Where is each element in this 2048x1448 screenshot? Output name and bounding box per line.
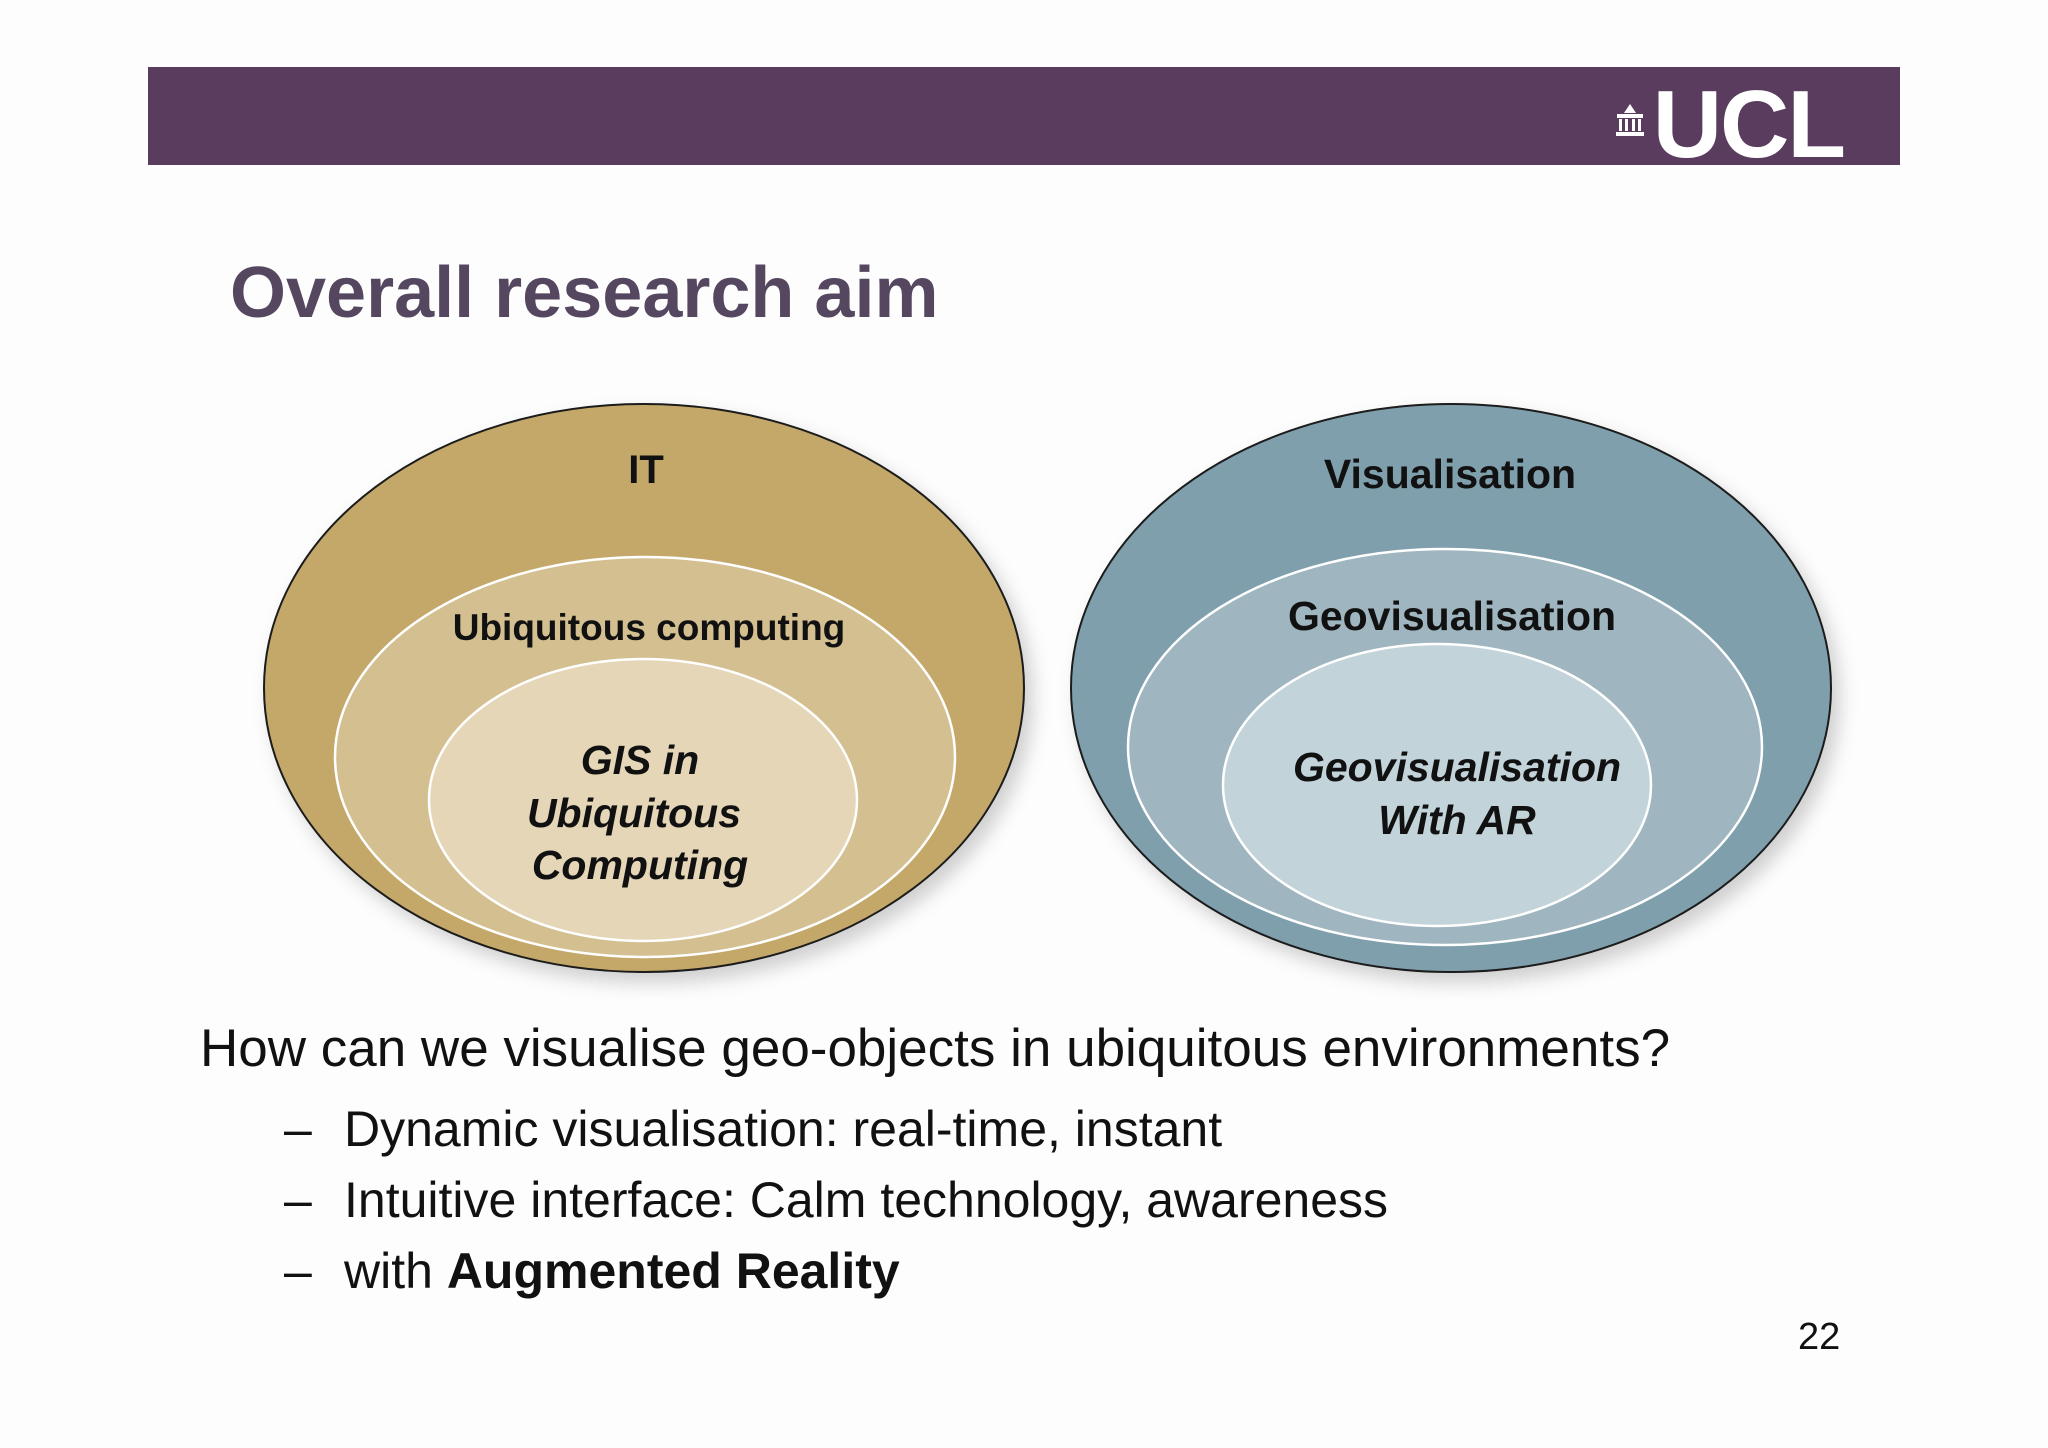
bullet-dash: – <box>284 1172 312 1228</box>
bullet-item: –with Augmented Reality <box>284 1236 1388 1307</box>
bullet-text: Intuitive interface: Calm technology, aw… <box>344 1172 1389 1228</box>
geovis-ar-label-line-2: With AR <box>1378 797 1536 843</box>
geovisualisation-ar-ellipse <box>1221 642 1653 928</box>
bullet-list: –Dynamic visualisation: real-time, insta… <box>284 1094 1388 1307</box>
ubiquitous-computing-label: Ubiquitous computing <box>453 607 846 648</box>
bullet-text: Dynamic visualisation: real-time, instan… <box>344 1101 1223 1157</box>
portico-icon <box>1615 104 1644 136</box>
bullet-dash: – <box>284 1243 312 1299</box>
geovisualisation-label: Geovisualisation <box>1288 593 1616 639</box>
ucl-logo-text: UCL <box>1652 85 1844 165</box>
header-bar: UCL <box>148 67 1900 165</box>
gis-label-line-3: Computing <box>532 842 748 888</box>
research-question: How can we visualise geo-objects in ubiq… <box>200 1019 1671 1078</box>
page-number: 22 <box>1798 1316 1841 1358</box>
gis-label-line-2: Ubiquitous <box>527 790 741 836</box>
bullet-item: –Intuitive interface: Calm technology, a… <box>284 1165 1388 1236</box>
it-ellipse-group: IT Ubiquitous computing GIS in Ubiquitou… <box>263 403 1025 973</box>
visualisation-ellipse-group: Visualisation Geovisualisation Geovisual… <box>1070 403 1832 973</box>
it-label: IT <box>628 448 664 492</box>
bullet-text: with <box>344 1243 447 1299</box>
gis-label-line-1: GIS in <box>581 737 699 783</box>
visualisation-label: Visualisation <box>1324 451 1576 497</box>
bullet-item: –Dynamic visualisation: real-time, insta… <box>284 1094 1388 1165</box>
bullet-emphasis: Augmented Reality <box>446 1243 900 1299</box>
bullet-dash: – <box>284 1101 312 1157</box>
geovis-ar-label-line-1: Geovisualisation <box>1293 744 1621 790</box>
slide-title: Overall research aim <box>230 253 939 333</box>
gis-ubiquitous-ellipse <box>427 657 859 943</box>
ucl-logo: UCL <box>1611 85 1844 165</box>
